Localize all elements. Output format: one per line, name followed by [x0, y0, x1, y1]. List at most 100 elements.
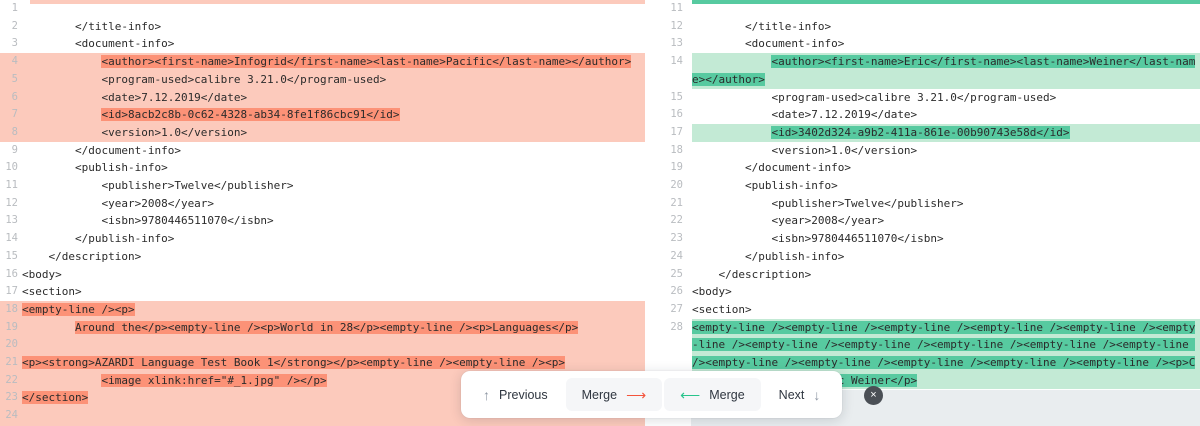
code-line[interactable]: 9 </document-info> [0, 141, 645, 160]
code-line[interactable]: 20 <publish-info> [653, 177, 1200, 195]
line-number: 19 [0, 318, 22, 337]
previous-button[interactable]: ↑ Previous [467, 378, 564, 411]
code-line[interactable]: 18 <version>1.0</version> [653, 141, 1200, 160]
line-content[interactable]: <publish-info> [692, 179, 838, 193]
left-code-table: 1 2 </title-info>3 <document-info>4 <aut… [0, 0, 645, 426]
code-line[interactable]: 8 <version>1.0</version> [0, 123, 645, 142]
code-line[interactable]: 5 <program-used>calibre 3.21.0</program-… [0, 70, 645, 89]
line-number: 11 [653, 0, 692, 18]
code-line[interactable]: 26<body> [653, 283, 1200, 301]
merge-right-button[interactable]: Merge ⟶ [565, 378, 663, 411]
line-content[interactable]: <publisher>Twelve</publisher> [692, 196, 964, 210]
code-line[interactable]: 27<section> [653, 300, 1200, 319]
line-content[interactable]: </publish-info> [692, 249, 845, 263]
previous-button-label: Previous [499, 387, 548, 402]
code-line[interactable]: 15 <program-used>calibre 3.21.0</program… [653, 88, 1200, 107]
code-line[interactable]: 13 <isbn>9780446511070</isbn> [0, 212, 645, 231]
line-content[interactable]: <author><first-name>Infogrid</first-name… [22, 53, 645, 71]
line-content[interactable]: <publisher>Twelve</publisher> [22, 179, 294, 193]
code-line[interactable]: 18<empty-line /><p> [0, 300, 645, 319]
code-line[interactable]: 21 <publisher>Twelve</publisher> [653, 194, 1200, 213]
code-line[interactable]: 11 <publisher>Twelve</publisher> [0, 177, 645, 195]
code-line[interactable]: 6 <date>7.12.2019</date> [0, 88, 645, 107]
line-content[interactable]: <id>3402d324-a9b2-411a-861e-00b90743e58d… [692, 123, 1200, 142]
code-line[interactable]: 15 </description> [0, 247, 645, 266]
line-content[interactable]: <date>7.12.2019</date> [692, 108, 918, 122]
line-content[interactable]: <body> [22, 267, 62, 281]
line-number: 14 [0, 230, 22, 248]
code-line[interactable]: 17<section> [0, 283, 645, 301]
line-content[interactable]: <id>8acb2c8b-0c62-4328-ab34-8fe1f86cbc91… [22, 106, 645, 124]
line-content[interactable]: </title-info> [22, 19, 162, 33]
line-number: 24 [0, 407, 22, 425]
code-line[interactable]: 23 <isbn>9780446511070</isbn> [653, 230, 1200, 248]
code-line[interactable]: 2 </title-info> [0, 17, 645, 36]
code-line[interactable]: 16<body> [0, 265, 645, 284]
line-content[interactable]: <empty-line /><p> [22, 300, 645, 319]
code-line[interactable]: 11 [653, 0, 1200, 18]
code-line[interactable]: 19 Around the</p><empty-line /><p>World … [0, 318, 645, 337]
code-line[interactable]: 16 <date>7.12.2019</date> [653, 106, 1200, 124]
code-line[interactable]: 20 [0, 336, 645, 355]
line-number: 17 [653, 123, 692, 142]
code-line[interactable]: 1 [0, 0, 645, 18]
code-line[interactable]: 14 </publish-info> [0, 230, 645, 248]
line-content[interactable]: </document-info> [22, 143, 181, 157]
right-diff-pane[interactable]: 11 12 </title-info>13 <document-info>14 … [653, 0, 1200, 426]
code-line[interactable]: 21<p><strong>AZARDI Language Test Book 1… [0, 354, 645, 372]
line-number: 13 [653, 35, 692, 54]
line-content[interactable]: </description> [22, 249, 142, 263]
line-content[interactable]: <section> [22, 424, 645, 426]
code-line[interactable]: 22 <year>2008</year> [653, 212, 1200, 231]
diff-token: <id>8acb2c8b-0c62-4328-ab34-8fe1f86cbc91… [101, 108, 400, 122]
line-content[interactable]: <author><first-name>Eric</first-name><la… [692, 53, 1200, 89]
line-content[interactable]: </document-info> [692, 161, 851, 175]
line-content[interactable]: <year>2008</year> [22, 196, 215, 210]
code-line[interactable]: 13 <document-info> [653, 35, 1200, 54]
line-content[interactable]: <section> [692, 302, 752, 316]
line-content[interactable]: <document-info> [692, 37, 845, 51]
close-glyph: × [870, 389, 877, 401]
line-number: 25 [653, 265, 692, 284]
line-number: 24 [653, 247, 692, 266]
line-content[interactable]: <version>1.0</version> [692, 143, 918, 157]
line-content[interactable]: Around the</p><empty-line /><p>World in … [22, 318, 645, 337]
line-number: 4 [0, 53, 22, 71]
diff-token: <author><first-name>Eric</first-name><la… [692, 55, 1196, 86]
line-content[interactable]: <p><strong>AZARDI Language Test Book 1</… [22, 354, 645, 372]
code-line[interactable]: 3 <document-info> [0, 35, 645, 54]
line-content[interactable]: <document-info> [22, 37, 175, 51]
line-content[interactable]: </publish-info> [22, 232, 175, 246]
line-content[interactable] [22, 336, 645, 355]
code-line[interactable]: 17 <id>3402d324-a9b2-411a-861e-00b90743e… [653, 123, 1200, 142]
merge-left-button[interactable]: ⟵ Merge [664, 378, 761, 411]
line-content[interactable]: <version>1.0</version> [22, 123, 645, 142]
pane-divider [645, 0, 653, 426]
code-line[interactable]: 4 <author><first-name>Infogrid</first-na… [0, 53, 645, 71]
next-button[interactable]: Next ↓ [763, 378, 837, 411]
line-content[interactable]: <isbn>9780446511070</isbn> [22, 214, 274, 228]
line-content[interactable]: <section> [22, 285, 82, 299]
code-line[interactable]: 25<section> [0, 424, 645, 426]
line-content[interactable]: </title-info> [692, 19, 832, 33]
code-line[interactable]: 24 </publish-info> [653, 247, 1200, 266]
code-line[interactable]: 12 <year>2008</year> [0, 194, 645, 213]
code-line[interactable]: 7 <id>8acb2c8b-0c62-4328-ab34-8fe1f86cbc… [0, 106, 645, 124]
code-line[interactable]: 14 <author><first-name>Eric</first-name>… [653, 53, 1200, 89]
line-number: 15 [653, 88, 692, 107]
code-line[interactable]: 25 </description> [653, 265, 1200, 284]
code-line[interactable]: 10 <publish-info> [0, 159, 645, 178]
line-content[interactable]: <isbn>9780446511070</isbn> [692, 232, 944, 246]
line-content[interactable]: <year>2008</year> [692, 214, 885, 228]
close-icon[interactable]: × [864, 386, 883, 405]
line-content[interactable]: </description> [692, 267, 812, 281]
line-content[interactable]: <date>7.12.2019</date> [22, 88, 645, 107]
line-content[interactable]: <publish-info> [22, 161, 168, 175]
line-content[interactable]: <program-used>calibre 3.21.0</program-us… [22, 70, 645, 89]
code-line[interactable]: 12 </title-info> [653, 17, 1200, 36]
line-content[interactable]: <program-used>calibre 3.21.0</program-us… [692, 90, 1057, 104]
line-content[interactable]: <body> [692, 285, 732, 299]
line-number: 11 [0, 177, 22, 195]
left-diff-pane[interactable]: 1 2 </title-info>3 <document-info>4 <aut… [0, 0, 645, 426]
code-line[interactable]: 19 </document-info> [653, 159, 1200, 178]
